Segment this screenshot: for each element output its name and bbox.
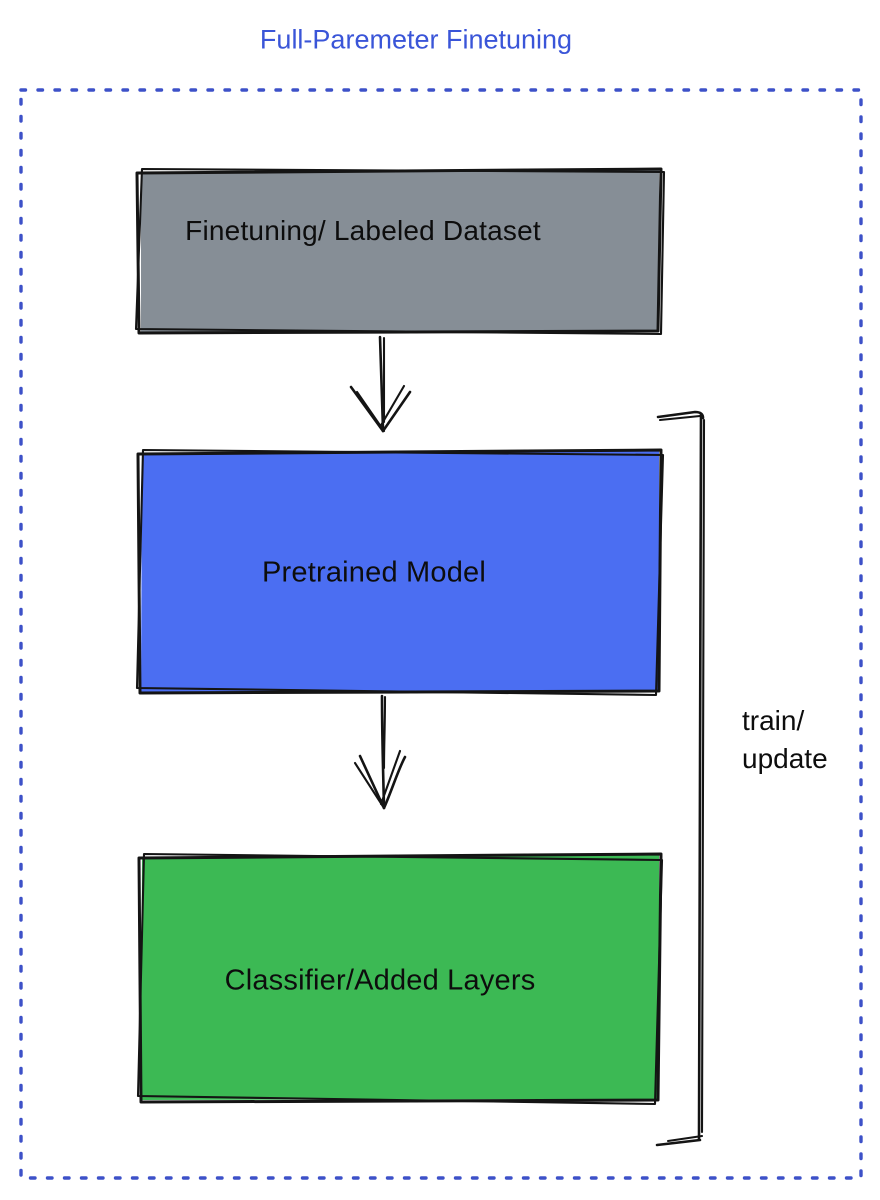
pretrained-model-box-fill [141,451,659,692]
dashed-border [19,88,863,1180]
train-update-bracket [655,410,706,1147]
classifier-added-layers-box [136,852,664,1106]
pretrained-model-box [135,448,665,697]
classifier-added-layers-label: Classifier/Added Layers [224,964,536,997]
arrow-pretrained-to-classifier [353,694,407,810]
train-update-label-line2: update [742,743,828,774]
classifier-added-layers-box-fill [141,855,659,1100]
train-update-label-line1: train/ [742,705,805,736]
diagram-title: Full-Paremeter Finetuning [259,24,573,55]
finetuning-dataset-label: Finetuning/ Labeled Dataset [185,215,541,246]
finetuning-dataset-box [134,167,666,336]
arrow-dataset-to-pretrained [349,335,412,433]
train-update-label: train/ update [742,702,828,778]
pretrained-model-label: Pretrained Model [261,556,487,589]
finetuning-dataset-box-fill [141,169,659,332]
